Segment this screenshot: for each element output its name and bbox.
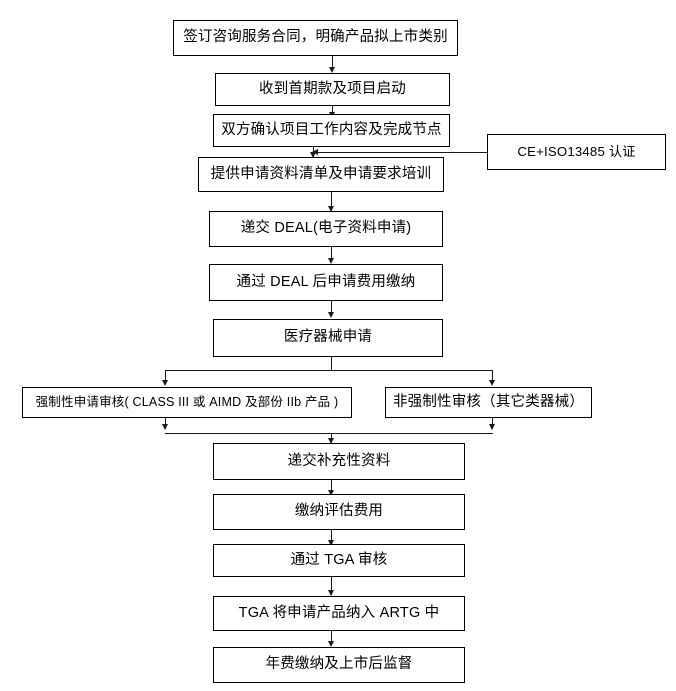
connector-n4-n5 <box>331 192 332 212</box>
connector-n6-n7 <box>331 301 332 316</box>
connector-n7-split-stem <box>331 357 332 371</box>
connector-n2-n3 <box>332 106 333 117</box>
connector-split-bar <box>165 370 493 371</box>
arrowhead-n10-n11 <box>328 490 334 496</box>
flow-node-non-mandatory-review[interactable]: 非强制性审核（其它类器械） <box>385 387 592 418</box>
flow-node-device-application[interactable]: 医疗器械申请 <box>213 319 443 357</box>
flow-node-assessment-fee[interactable]: 缴纳评估费用 <box>213 494 465 530</box>
flow-node-ce-iso13485[interactable]: CE+ISO13485 认证 <box>487 134 666 170</box>
connector-n5-n6 <box>331 247 332 262</box>
arrowhead-n13-n14 <box>328 641 334 647</box>
connector-merge-bar <box>165 433 493 434</box>
flow-node-first-payment[interactable]: 收到首期款及项目启动 <box>215 73 450 106</box>
arrowhead-n5-n6 <box>328 258 334 264</box>
flow-node-submit-deal[interactable]: 递交 DEAL(电子资料申请) <box>209 211 443 247</box>
flow-node-artg-listing[interactable]: TGA 将申请产品纳入 ARTG 中 <box>213 596 465 631</box>
arrowhead-n4-n5 <box>328 206 334 212</box>
arrowhead-n11-n12 <box>328 540 334 546</box>
connector-left-branch-drop <box>165 418 166 429</box>
arrowhead-right-branch-merge <box>489 424 495 430</box>
flow-node-sign-contract[interactable]: 签订咨询服务合同，明确产品拟上市类别 <box>173 20 458 56</box>
connector-ce-to-main <box>317 152 487 153</box>
connector-n12-n13 <box>331 577 332 595</box>
arrowhead-split-left <box>162 380 168 386</box>
connector-split-right-drop <box>492 370 493 384</box>
arrowhead-n6-n7 <box>328 312 334 318</box>
connector-n13-n14 <box>331 631 332 645</box>
connector-split-left-drop <box>165 370 166 384</box>
connector-n10-n11 <box>331 480 332 494</box>
arrowhead-n12-n13 <box>328 590 334 596</box>
arrowhead-ce-to-main <box>312 149 318 155</box>
connector-n1-n2 <box>332 56 333 70</box>
arrowhead-n3-n4 <box>310 152 316 158</box>
arrowhead-merge-to-n10 <box>328 438 334 444</box>
flow-node-mandatory-review[interactable]: 强制性申请审核( CLASS III 或 AIMD 及部份 IIb 产品 ) <box>22 387 352 418</box>
flow-node-supplementary-docs[interactable]: 递交补充性资料 <box>213 443 465 480</box>
arrowhead-n1-n2 <box>329 67 335 73</box>
arrowhead-split-right <box>489 380 495 386</box>
flow-node-tga-approval[interactable]: 通过 TGA 审核 <box>213 544 465 577</box>
flow-node-annual-fee-surveillance[interactable]: 年费缴纳及上市后监督 <box>213 647 465 683</box>
flow-node-deal-fee-payment[interactable]: 通过 DEAL 后申请费用缴纳 <box>209 264 443 301</box>
flow-node-confirm-scope[interactable]: 双方确认项目工作内容及完成节点 <box>213 114 450 147</box>
connector-right-branch-drop <box>492 418 493 429</box>
flow-node-provide-doc-list[interactable]: 提供申请资料清单及申请要求培训 <box>198 157 444 192</box>
connector-n11-n12 <box>331 530 332 544</box>
arrowhead-left-branch-merge <box>162 424 168 430</box>
